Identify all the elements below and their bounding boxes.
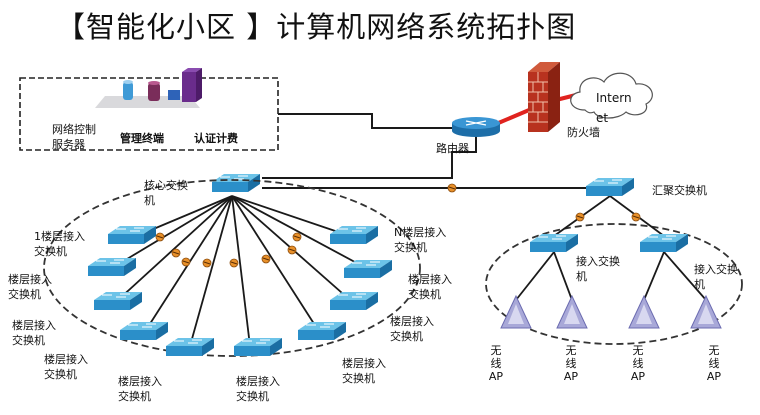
floor-switch-label: 楼层接入交换机 [408,273,452,301]
aggregation-switch-label: 汇聚交换机 [652,184,707,197]
router-core-link [262,135,477,179]
wireless-ap-label: 无线AP [563,344,579,383]
floor-switch-label: 楼层接入交换机 [8,273,52,301]
floor-switch-label: 楼层接入交换机 [44,353,88,381]
auth-billing-label: 认证计费 [194,132,238,145]
floor-switch-label: 楼层接入交换机 [118,375,162,403]
access-switch-label: 接入交换机 [694,263,738,291]
wireless-area-boundary [485,223,743,345]
first-floor-switch-label: 1楼层接入交换机 [34,230,85,258]
floor-switch-icon [329,225,379,245]
wireless-ap-icon [628,295,660,329]
firewall-icon [528,62,560,132]
link-connector [447,183,457,193]
firewall-label: 防火墙 [567,126,600,139]
floor-switch-label: 楼层接入交换机 [236,375,280,403]
core-switch-icon [211,173,261,193]
floor-switch-icon [343,259,393,279]
router-label: 路由器 [436,142,469,155]
wireless-ap-icon [500,295,532,329]
link-connector [631,212,641,222]
page-title: 【智能化小区 】计算机网络系统拓扑图 [56,10,577,44]
floor-switch-icon [297,321,347,341]
management-terminal-label: 管理终端 [120,132,164,145]
wireless-ap-icon [690,295,722,329]
internet-cloud-icon [570,72,653,119]
floor-switch-label: 楼层接入交换机 [390,315,434,343]
wireless-ap-label: 无线AP [630,344,646,383]
access-switch-icon [639,233,689,253]
floor-switch-icon [329,291,379,311]
floor-switch-icon [93,291,143,311]
n-floor-switch-label: N楼层接入交换机 [394,226,447,254]
core-trunk-links [111,195,367,347]
core-area-boundary [43,179,421,357]
floor-switch-icon [165,337,215,357]
aggregation-switch-icon [585,177,635,197]
floor-switch-icon [87,257,137,277]
router-icon [452,117,500,137]
floor-switch-label: 楼层接入交换机 [342,357,386,385]
server-group-label: 网络控制服务器 [52,123,96,151]
wireless-ap-label: 无线AP [706,344,722,383]
access-switch-label: 接入交换机 [576,255,620,283]
server-icon [95,68,202,108]
link-connector [575,212,585,222]
core-switch-label: 核心交换机 [144,179,188,207]
wireless-ap-label: 无线AP [488,344,504,383]
server-router-link [278,113,452,129]
floor-switch-label: 楼层接入交换机 [12,319,56,347]
floor-switch-icon [119,321,169,341]
internet-label: Internet [596,91,632,125]
wireless-ap-icon [556,295,588,329]
floor-switch-icon [107,225,157,245]
